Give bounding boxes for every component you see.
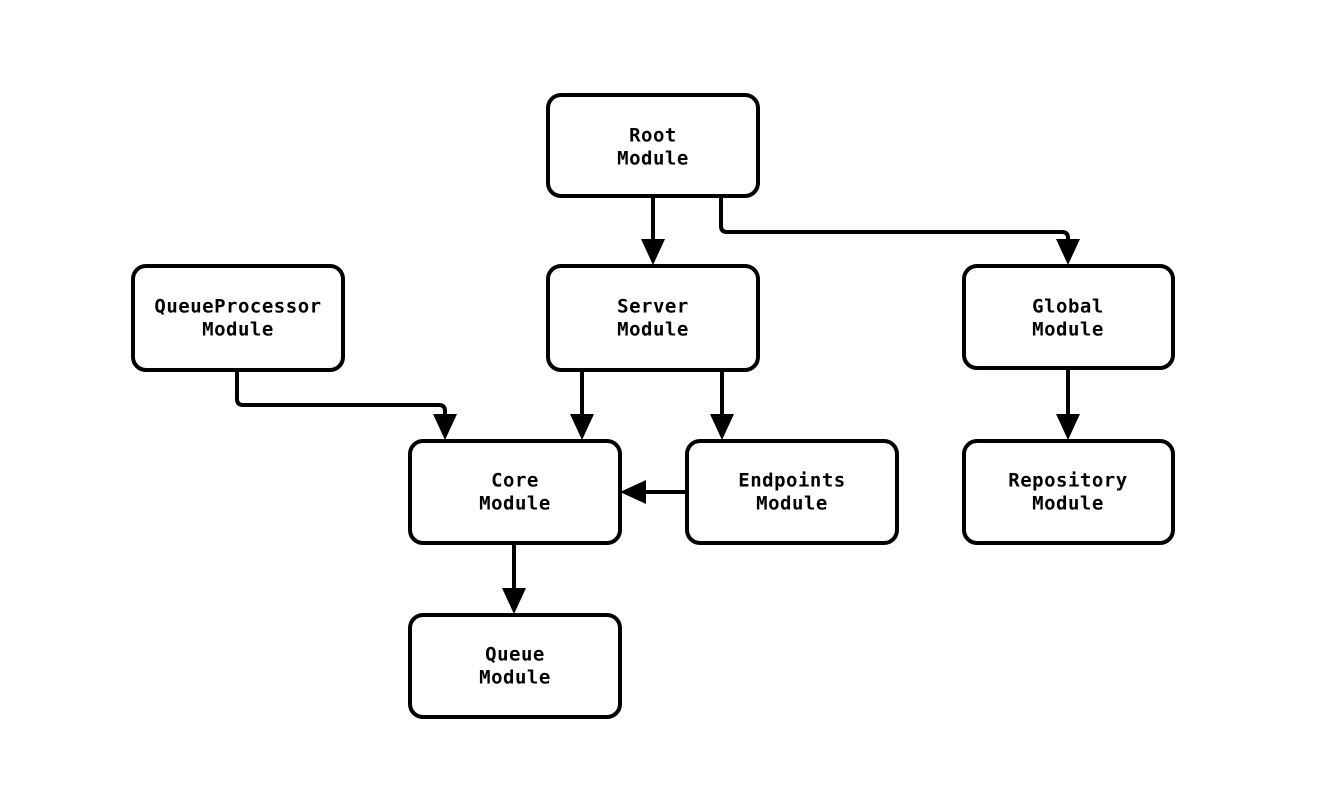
- node-label-line2: Module: [479, 667, 551, 689]
- edge-core-to-queue: [502, 543, 526, 614]
- node-label-line1: Repository: [1008, 470, 1127, 492]
- edge-line: [235, 370, 447, 426]
- node-core-module[interactable]: Core Module: [408, 439, 622, 545]
- node-repository-module[interactable]: Repository Module: [962, 439, 1175, 545]
- node-server-module[interactable]: Server Module: [546, 264, 760, 372]
- arrow-head-icon: [620, 480, 646, 504]
- edge-server-to-core: [570, 370, 594, 440]
- node-box[interactable]: [962, 439, 1175, 545]
- edges-layer: [235, 196, 1080, 614]
- node-label-line1: Endpoints: [738, 470, 845, 492]
- arrow-head-icon: [502, 588, 526, 614]
- nodes-layer: Root Module QueueProcessor Module Server…: [131, 93, 1175, 719]
- node-label-line2: Module: [617, 319, 689, 341]
- edge-queueprocessor-to-core: [235, 370, 457, 440]
- node-box[interactable]: [546, 93, 760, 198]
- arrow-head-icon: [570, 414, 594, 440]
- node-box[interactable]: [408, 439, 622, 545]
- node-label-line2: Module: [1032, 319, 1104, 341]
- node-label-line2: Module: [479, 493, 551, 515]
- node-box[interactable]: [546, 264, 760, 372]
- arrow-head-icon: [641, 239, 665, 265]
- node-label-line2: Module: [1032, 493, 1104, 515]
- node-root-module[interactable]: Root Module: [546, 93, 760, 198]
- node-global-module[interactable]: Global Module: [962, 264, 1175, 370]
- node-label-line2: Module: [756, 493, 828, 515]
- node-box[interactable]: [408, 613, 622, 719]
- edge-line: [719, 196, 1070, 251]
- edge-server-to-endpoints: [710, 370, 734, 440]
- node-label-line1: QueueProcessor: [154, 296, 321, 318]
- node-label-line1: Server: [617, 296, 689, 318]
- arrow-head-icon: [710, 414, 734, 440]
- node-label-line1: Queue: [485, 644, 545, 666]
- edge-endpoints-to-core: [620, 480, 687, 504]
- node-box[interactable]: [685, 439, 899, 545]
- node-label-line1: Global: [1032, 296, 1104, 318]
- node-label-line1: Root: [629, 125, 677, 147]
- node-queue-module[interactable]: Queue Module: [408, 613, 622, 719]
- edge-global-to-repository: [1056, 368, 1080, 440]
- node-box[interactable]: [962, 264, 1175, 370]
- node-box[interactable]: [131, 264, 345, 372]
- arrow-head-icon: [1056, 239, 1080, 265]
- edge-root-to-global: [719, 196, 1080, 265]
- arrow-head-icon: [1056, 414, 1080, 440]
- node-endpoints-module[interactable]: Endpoints Module: [685, 439, 899, 545]
- node-queueprocessor-module[interactable]: QueueProcessor Module: [131, 264, 345, 372]
- node-label-line2: Module: [617, 148, 689, 170]
- edge-root-to-server: [641, 196, 665, 265]
- node-label-line1: Core: [491, 470, 539, 492]
- node-label-line2: Module: [202, 319, 274, 341]
- arrow-head-icon: [433, 414, 457, 440]
